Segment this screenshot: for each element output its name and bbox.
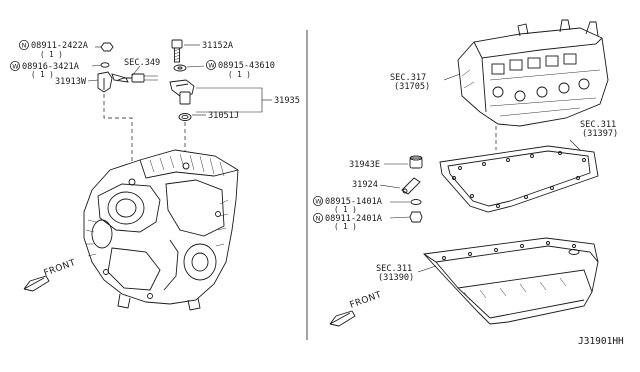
washer-marker-2: W <box>208 62 215 70</box>
label-sec-317[interactable]: SEC.317 <box>390 73 426 83</box>
label-08911-2422a: 08911-2422A <box>31 41 89 51</box>
label-31924[interactable]: 31924 <box>352 180 378 190</box>
callout-08911-2401a[interactable]: N 08911-2401A ( 1 ) <box>312 212 383 231</box>
callout-08915-1401a[interactable]: W 08915-1401A ( 1 ) <box>312 195 383 214</box>
front-arrow-right: FRONT <box>329 290 384 327</box>
harness-connector <box>117 65 158 83</box>
front-label-right: FRONT <box>349 290 384 311</box>
washer-part-2 <box>390 199 422 205</box>
label-31051j[interactable]: 31051J <box>208 111 239 121</box>
label-31152a[interactable]: 31152A <box>202 41 234 51</box>
qty-08911-2422a: ( 1 ) <box>40 50 63 59</box>
bolt-part <box>171 39 183 63</box>
label-31943e[interactable]: 31943E <box>349 160 380 170</box>
label-31913w[interactable]: 31913W <box>55 77 87 87</box>
washer-marker: W <box>12 63 19 71</box>
speed-sensor-part <box>97 71 129 93</box>
nut-part <box>95 42 114 52</box>
control-valve-assembly <box>457 19 609 127</box>
oil-pan <box>423 237 599 325</box>
qty-08911-2401a: ( 1 ) <box>334 222 357 231</box>
label-sec-349[interactable]: SEC.349 <box>124 58 160 68</box>
part-31924 <box>401 177 421 195</box>
small-washer-part <box>173 64 187 72</box>
front-arrow-left: FRONT <box>23 258 78 292</box>
qty-08916-3421a: ( 1 ) <box>31 70 54 79</box>
label-sec-311-top[interactable]: SEC.311 <box>580 120 616 130</box>
washer-marker-3: W <box>315 198 322 206</box>
label-08915-43610: 08915-43610 <box>218 61 275 71</box>
label-08911-2401a: 08911-2401A <box>325 214 383 224</box>
label-sec-311-bottom[interactable]: SEC.311 <box>376 264 412 274</box>
callout-08911-2422a[interactable]: N 08911-2422A ( 1 ) <box>18 40 89 59</box>
callout-08916-3421a[interactable]: W 08916-3421A ( 1 ) <box>9 61 80 79</box>
sensor-assembly-part <box>169 79 195 105</box>
washer-part <box>91 62 110 68</box>
qty-08915-1401a: ( 1 ) <box>334 205 357 214</box>
label-31935[interactable]: 31935 <box>274 96 300 106</box>
label-sec-317-sub: (31705) <box>394 82 430 92</box>
callout-08915-43610[interactable]: W 08915-43610 ( 1 ) <box>205 60 275 79</box>
o-ring-part <box>178 113 192 121</box>
nut-part-2 <box>389 211 423 223</box>
label-sec-311-top-sub: (31397) <box>582 129 618 139</box>
nut-marker: N <box>22 42 27 50</box>
front-label-left: FRONT <box>43 258 78 279</box>
label-08915-1401a: 08915-1401A <box>325 197 383 207</box>
oil-pan-gasket <box>439 145 599 213</box>
diagram-reference: J31901HH <box>578 336 624 347</box>
label-sec-311-bottom-sub: (31390) <box>378 273 414 283</box>
nut-marker-2: N <box>316 215 321 223</box>
label-08916-3421a: 08916-3421A <box>22 62 80 72</box>
qty-08915-43610: ( 1 ) <box>228 70 251 79</box>
part-31943e <box>409 155 423 169</box>
transaxle-assembly <box>83 149 239 311</box>
